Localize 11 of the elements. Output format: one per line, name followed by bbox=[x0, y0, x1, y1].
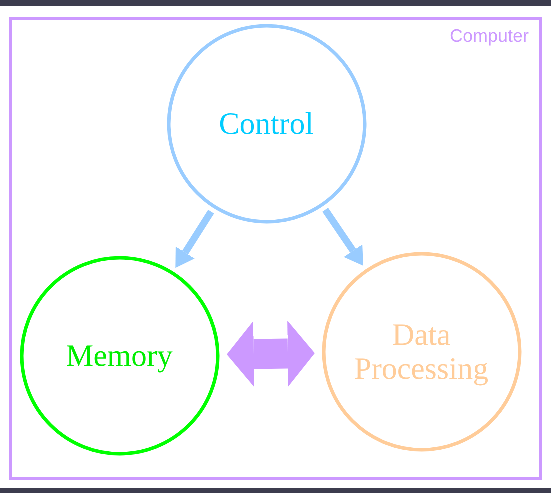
node-label: Data Processing bbox=[353, 317, 490, 386]
circle-node bbox=[20, 256, 220, 456]
node-label: Memory bbox=[65, 338, 174, 373]
double-arrow bbox=[227, 320, 315, 388]
circle-node bbox=[166, 24, 366, 224]
circle-node bbox=[322, 252, 522, 452]
container-box bbox=[9, 17, 542, 480]
arrow bbox=[322, 208, 364, 266]
container-label: Computer bbox=[450, 26, 529, 47]
arrow bbox=[176, 210, 214, 268]
node-label: Control bbox=[218, 106, 315, 141]
